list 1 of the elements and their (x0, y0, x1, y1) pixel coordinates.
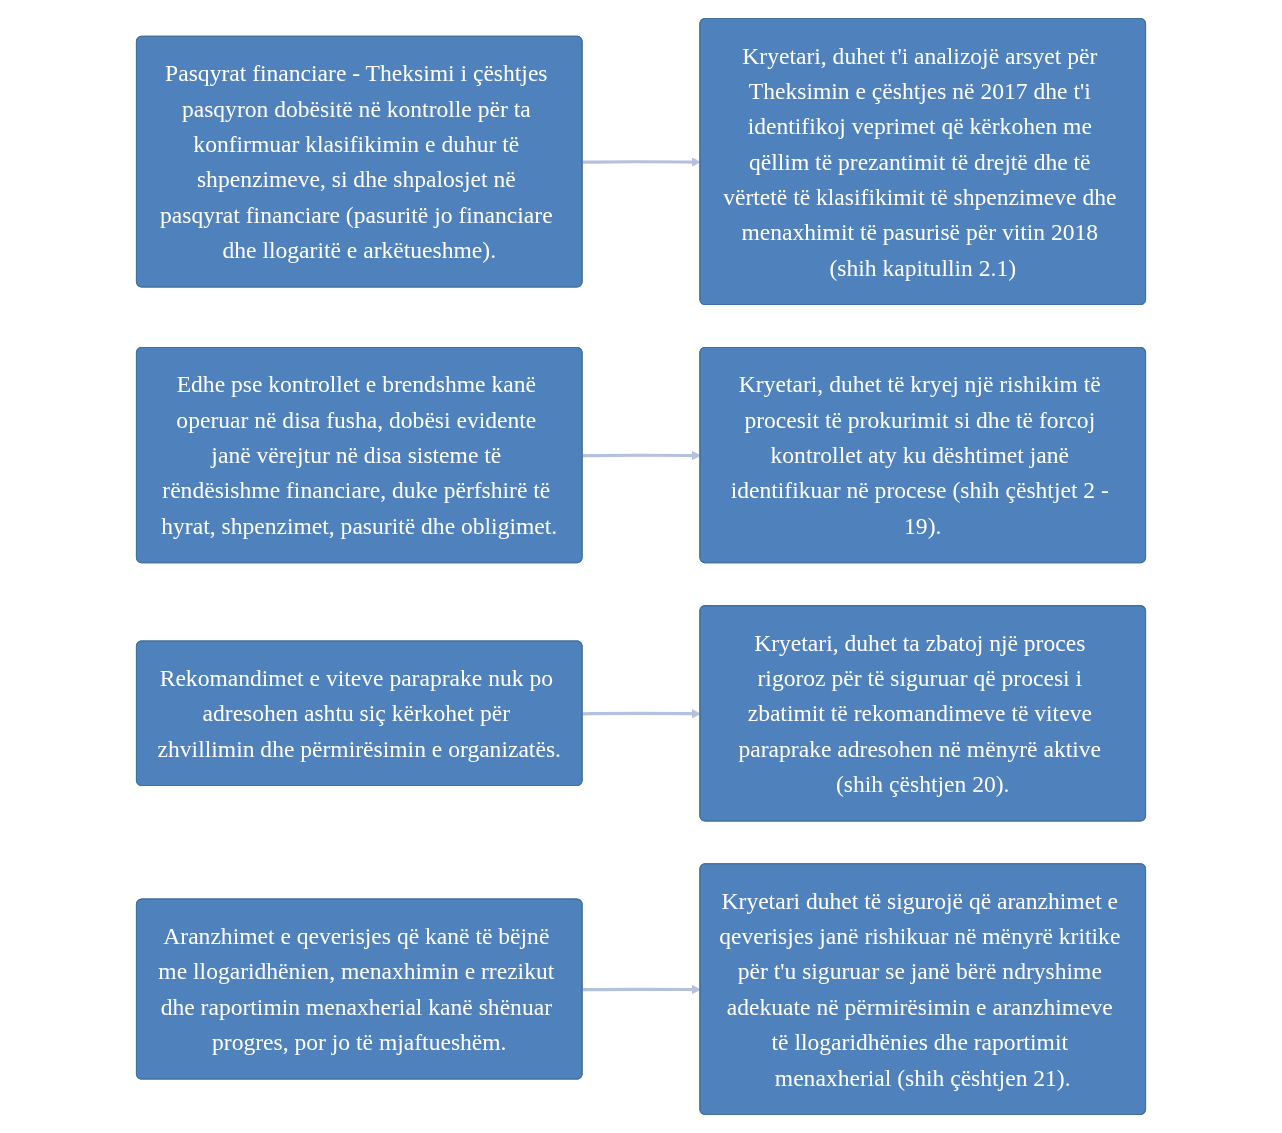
diagram: Pasqyrat financiare - Theksimi i çështjes pasqyron dobësitë në kontrolle për ta konfirmuar klasifikimin e duhur të shpenzimeve, si dhe shpalosjet në pasqyrat financiare (pasuritë jo financiare dhe llogaritë e arkëtueshme). Kryetari, duhet t'i analizojë arsyet për Theksimin e çështjes në 2017 dhe t'i identifikoj veprimet që kërkohen me qëllim të prezantimit të drejtë dhe të vërtetë të klasifikimit të shpenzimeve dhe menaxhimit të pasurisë për vitin 2018 (shih kapitullin 2.1) Edhe pse kontrollet e brendshme kanë operuar në disa fusha, dobësi evidente janë vërejtur në disa sisteme të rëndësishme financiare, duke përfshirë të hyrat, shpenzimet, pasuritë dhe obligimet. Kryetari, duhet të kryej një rishikim të procesit të prokurimit si dhe të forcoj kontrollet aty ku dështimet janë identifikuar në procese (shih çështjet 2 - 19). Rekomandimet e viteve paraprake nuk po adresohen ashtu siç kërkohet për zhvillimin dhe përmirësimin e organizatës. Kryetari, duhet ta zbatoj një proces rigoroz për të siguruar që procesi i zbatimit të rekomandimeve të viteve paraprake adresohen në mënyrë aktive (shih çështjen 20). Aranzhimet e qeverisjes që kanë të bëjnë me llogaridhënien, menaxhimin e rrezikut dhe raportimin menaxherial kanë shënuar progres, por jo të mjaftueshëm. Kryetari duhet të sigurojë që aranzhimet e qeverisjes janë rishikuar në mënyrë kritike për t'u siguruar se janë bërë ndryshime adekuate në përmirësimin e aranzhimeve të llogaridhënies dhe raportimit menaxherial (shih çështjen 21). (0, 0, 1282, 1133)
